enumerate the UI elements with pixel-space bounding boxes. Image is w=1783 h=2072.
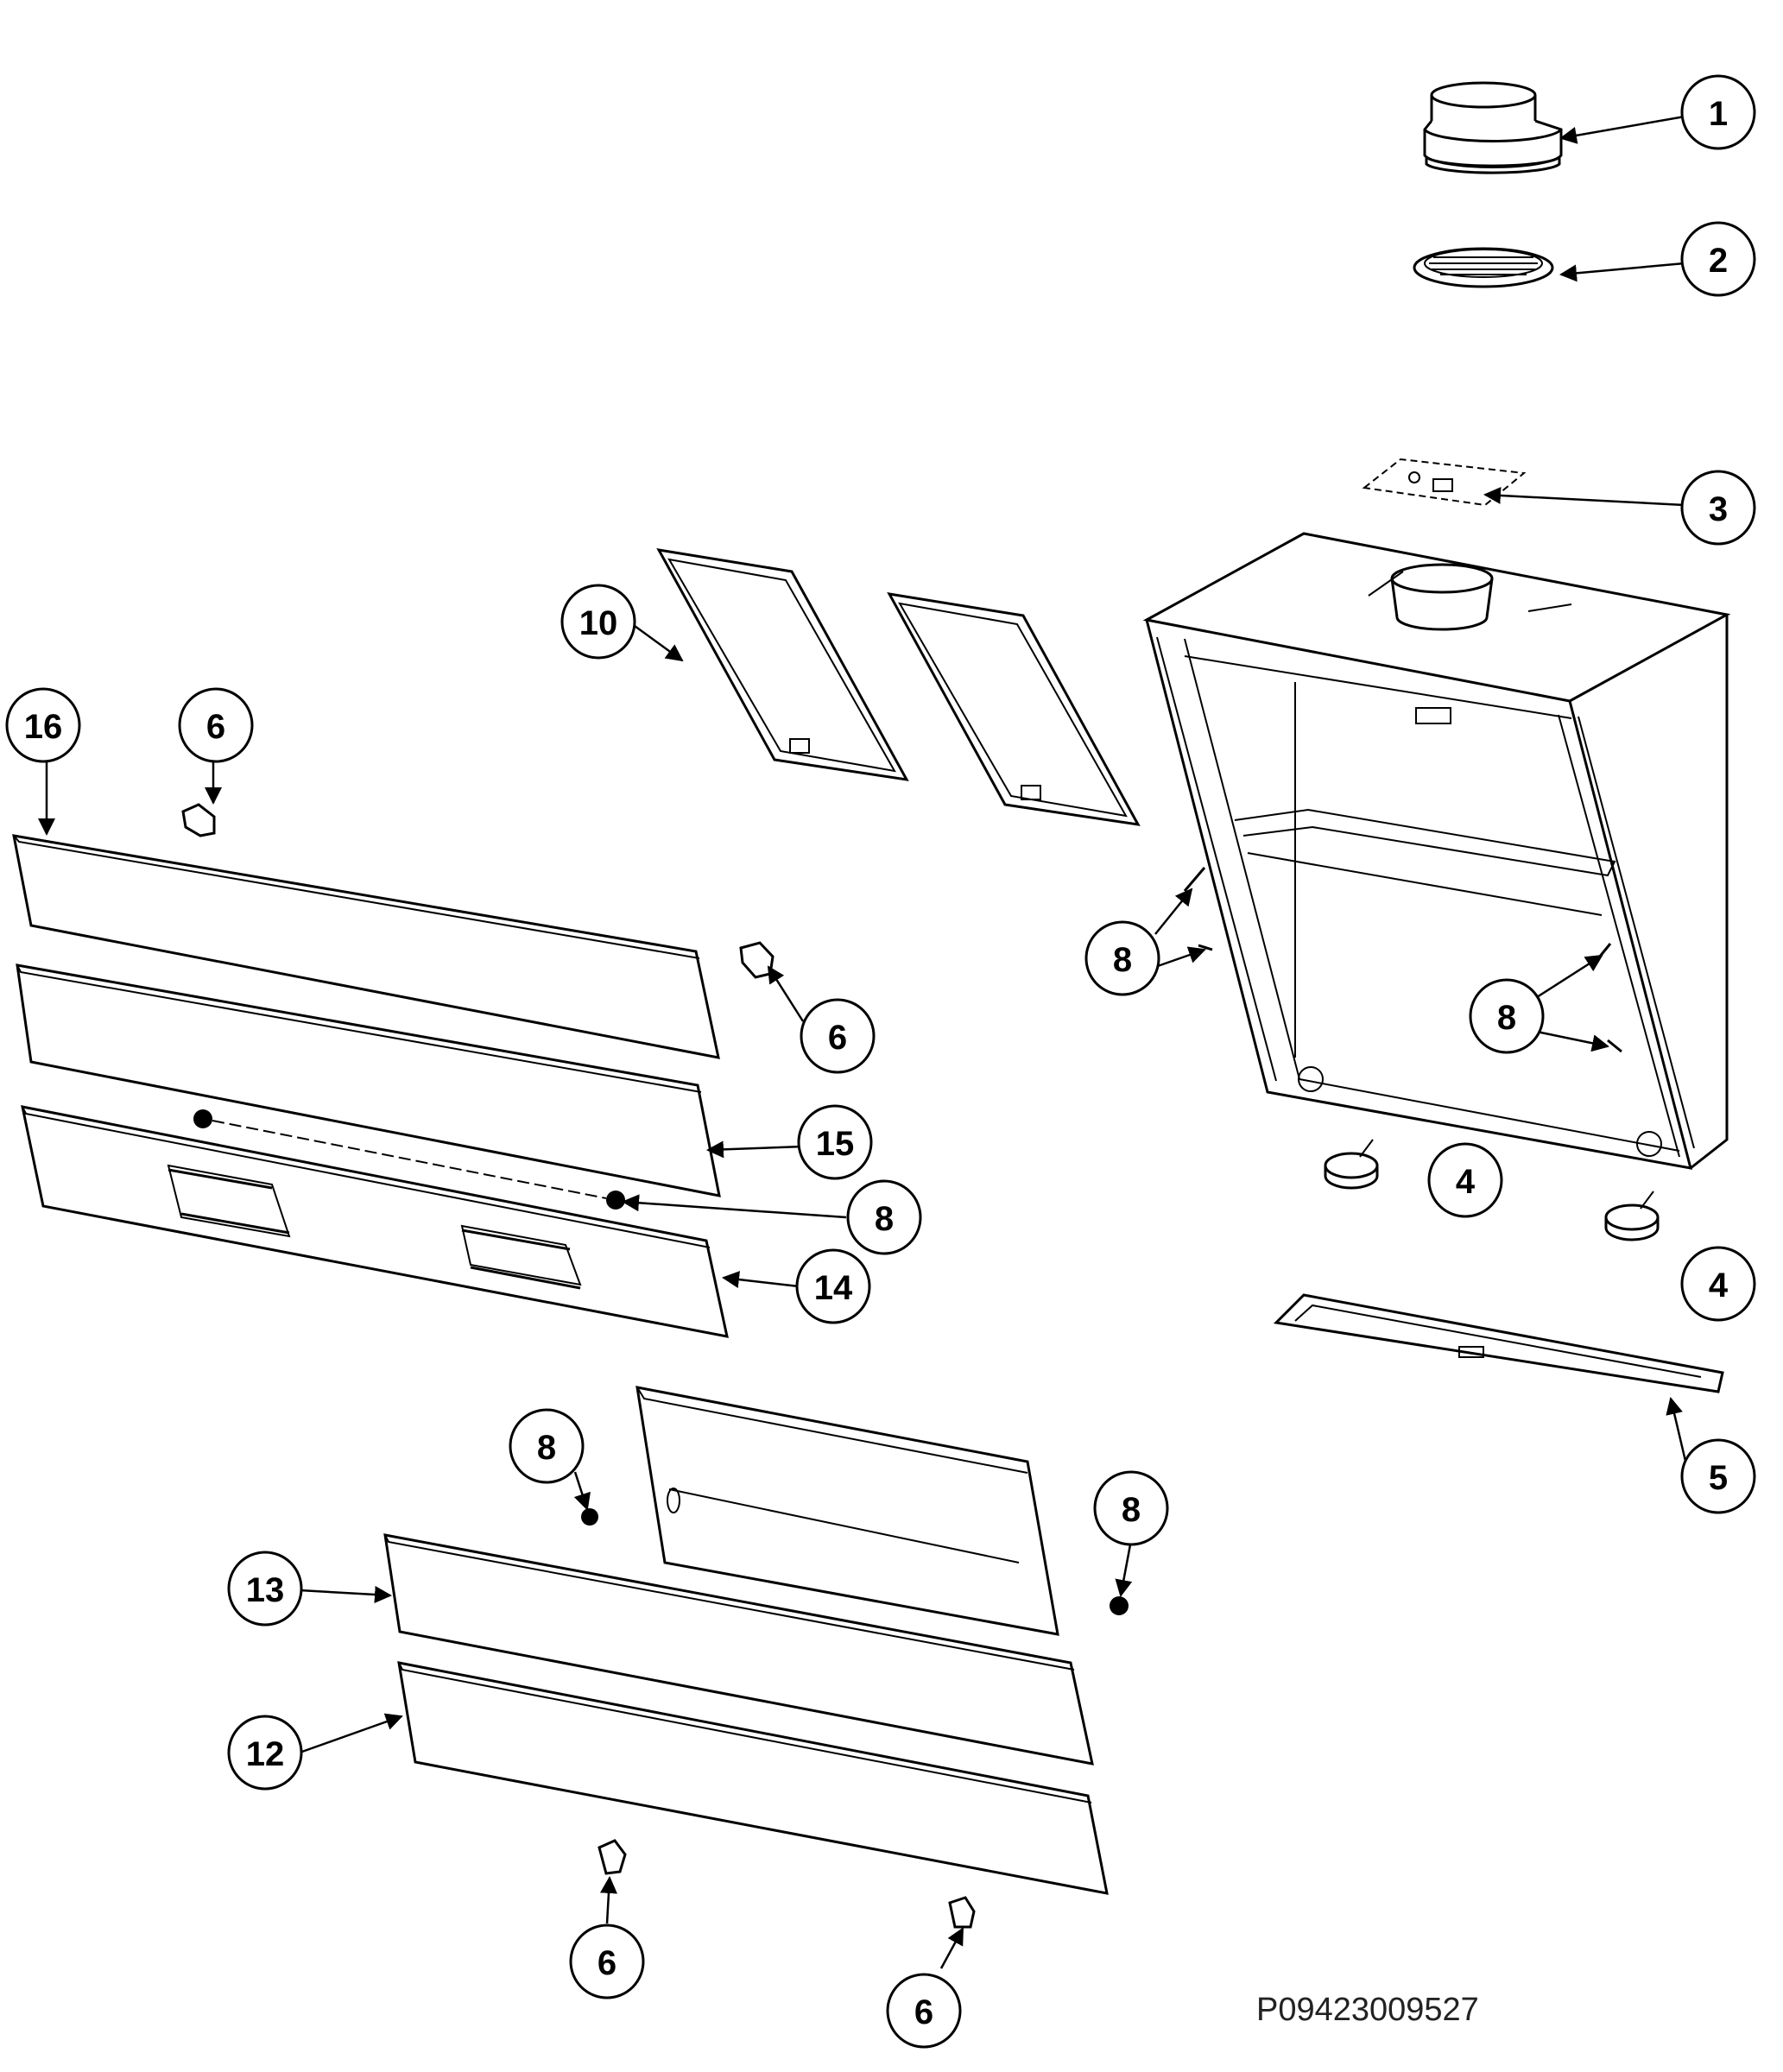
svg-text:6: 6 bbox=[597, 1944, 616, 1982]
callout-6-bottom-right: 6 bbox=[886, 1973, 962, 2049]
duct-adapter-part bbox=[1423, 81, 1563, 174]
bottom-filter-part bbox=[1273, 1293, 1724, 1393]
callout-5: 5 bbox=[1680, 1438, 1756, 1514]
leader-lines bbox=[38, 115, 1690, 1969]
panel-13-part bbox=[383, 1533, 1094, 1766]
svg-text:10: 10 bbox=[579, 604, 618, 642]
svg-text:16: 16 bbox=[24, 708, 63, 746]
svg-text:6: 6 bbox=[914, 1993, 933, 2031]
callout-10: 10 bbox=[560, 584, 636, 660]
callout-8-hood-right: 8 bbox=[1469, 978, 1545, 1054]
bracket-part bbox=[181, 803, 976, 1929]
callout-4-lower: 4 bbox=[1680, 1246, 1756, 1322]
callout-4-upper: 4 bbox=[1427, 1142, 1503, 1218]
switch-plate-part bbox=[1362, 458, 1527, 507]
svg-text:15: 15 bbox=[816, 1125, 855, 1163]
front-panel-15-part bbox=[16, 963, 721, 1197]
svg-text:8: 8 bbox=[875, 1200, 894, 1238]
svg-text:1: 1 bbox=[1709, 95, 1728, 133]
callout-8-hood-left: 8 bbox=[1084, 920, 1160, 996]
callout-8-lower-left: 8 bbox=[509, 1408, 585, 1484]
callout-8-panel: 8 bbox=[846, 1179, 922, 1255]
control-panel-14-part bbox=[21, 1105, 729, 1338]
callout-6-top: 6 bbox=[178, 687, 254, 763]
svg-text:8: 8 bbox=[1122, 1491, 1141, 1529]
svg-text:4: 4 bbox=[1456, 1163, 1476, 1201]
svg-text:8: 8 bbox=[1113, 941, 1132, 979]
callout-14: 14 bbox=[795, 1248, 871, 1324]
callout-3: 3 bbox=[1680, 470, 1756, 546]
svg-text:2: 2 bbox=[1709, 242, 1728, 280]
panel-12-part bbox=[397, 1661, 1109, 1895]
callout-15: 15 bbox=[797, 1104, 873, 1180]
svg-text:5: 5 bbox=[1709, 1459, 1728, 1497]
callout-8-lower-right: 8 bbox=[1093, 1470, 1169, 1546]
front-panel-16-part bbox=[12, 834, 720, 1059]
svg-text:4: 4 bbox=[1709, 1267, 1729, 1304]
callout-2: 2 bbox=[1680, 221, 1756, 297]
svg-text:3: 3 bbox=[1709, 490, 1728, 528]
lamp-part bbox=[1324, 1139, 1660, 1241]
svg-text:12: 12 bbox=[246, 1735, 285, 1773]
callout-12: 12 bbox=[227, 1715, 303, 1791]
lower-back-panel-part bbox=[635, 1386, 1059, 1636]
svg-text:14: 14 bbox=[814, 1269, 853, 1307]
svg-text:6: 6 bbox=[206, 708, 225, 746]
callout-16: 16 bbox=[5, 687, 81, 763]
callout-13: 13 bbox=[227, 1551, 303, 1627]
svg-text:8: 8 bbox=[537, 1429, 556, 1467]
callout-1: 1 bbox=[1680, 74, 1756, 150]
round-grille-part bbox=[1413, 247, 1554, 288]
callout-6-bottom-left: 6 bbox=[569, 1924, 645, 1999]
callout-6-middle: 6 bbox=[800, 998, 876, 1074]
svg-text:6: 6 bbox=[828, 1019, 847, 1057]
svg-text:13: 13 bbox=[246, 1571, 285, 1609]
svg-text:8: 8 bbox=[1497, 999, 1516, 1037]
hood-body-part bbox=[1142, 532, 1731, 1170]
grease-filter-part bbox=[656, 548, 1141, 826]
drawing-code: P09423009527 bbox=[1256, 1992, 1479, 2028]
